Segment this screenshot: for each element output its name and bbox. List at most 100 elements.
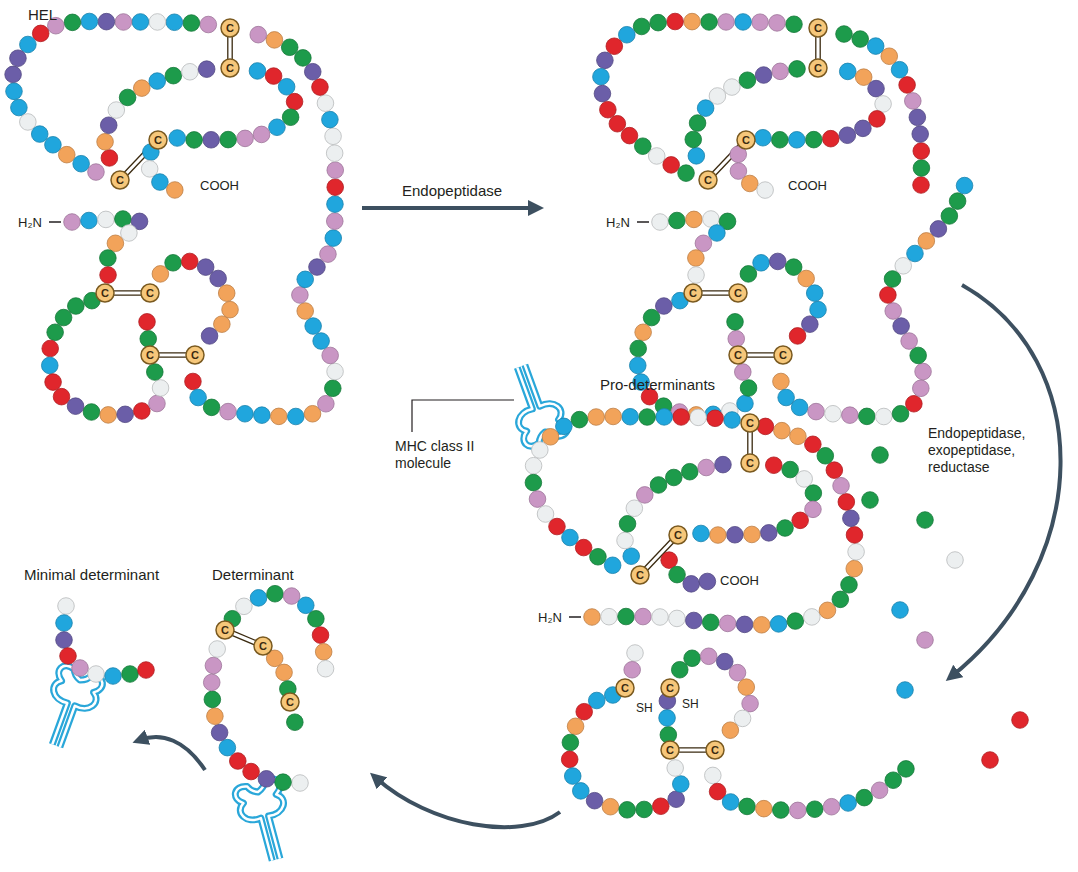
- cysteine: [96, 284, 114, 302]
- amino-acid: [791, 399, 808, 416]
- amino-acid: [525, 457, 542, 474]
- amino-acid: [253, 126, 270, 143]
- amino-acid: [689, 115, 706, 132]
- amino-acid: [755, 67, 772, 84]
- amino-acid: [606, 38, 623, 55]
- amino-acid: [656, 409, 673, 426]
- amino-acid: [843, 510, 860, 527]
- amino-acid: [697, 100, 714, 117]
- amino-acid: [318, 395, 335, 412]
- amino-acid: [686, 211, 703, 228]
- amino-acid: [56, 615, 73, 632]
- cysteine: [661, 741, 679, 759]
- amino-acid: [624, 661, 641, 678]
- amino-acid: [700, 648, 717, 665]
- cysteine-letter: C: [142, 286, 158, 300]
- amino-acid: [869, 111, 886, 128]
- amino-acid: [292, 287, 309, 304]
- amino-acid: [10, 50, 27, 67]
- amino-acid: [64, 14, 81, 31]
- amino-acid: [913, 160, 930, 177]
- stage-label: Pro-determinants: [600, 376, 715, 393]
- amino-acid: [237, 130, 254, 147]
- cysteine: [741, 454, 759, 472]
- amino-acid: [806, 801, 823, 818]
- amino-acid: [672, 776, 689, 793]
- amino-acid: [635, 608, 652, 625]
- amino-acid: [913, 177, 930, 194]
- amino-acid: [243, 763, 260, 780]
- amino-acid: [265, 68, 282, 85]
- amino-acid: [31, 126, 48, 143]
- amino-acid: [313, 333, 330, 350]
- amino-acid: [906, 395, 923, 412]
- amino-acid: [822, 130, 839, 147]
- amino-acid: [760, 525, 777, 542]
- amino-acid: [668, 791, 685, 808]
- amino-acid: [798, 270, 815, 287]
- amino-acid: [839, 63, 856, 80]
- amino-acid: [292, 775, 309, 792]
- amino-acid: [271, 408, 288, 425]
- amino-acid: [81, 212, 98, 229]
- amino-acid: [576, 703, 593, 720]
- amino-acid: [693, 525, 710, 542]
- amino-acid: [715, 456, 732, 473]
- amino-acid: [88, 666, 105, 683]
- amino-acid: [765, 457, 782, 474]
- amino-acid: [250, 26, 267, 43]
- amino-acid: [201, 328, 218, 345]
- amino-acid: [652, 214, 669, 231]
- amino-acid: [702, 614, 719, 631]
- protein-name: HEL: [28, 6, 57, 23]
- cysteine-letter: C: [700, 173, 716, 187]
- amino-acid: [326, 145, 343, 162]
- amino-acid: [121, 225, 138, 242]
- amino-acid: [685, 131, 702, 148]
- amino-acid: [724, 412, 741, 429]
- cysteine-letter: C: [187, 348, 203, 362]
- amino-acid: [771, 131, 788, 148]
- amino-acid: [709, 225, 726, 242]
- amino-acid: [652, 798, 669, 815]
- amino-acid: [790, 428, 807, 445]
- amino-acid: [20, 36, 37, 53]
- amino-acid: [787, 613, 804, 630]
- amino-acid: [875, 96, 892, 113]
- amino-acid: [165, 67, 182, 84]
- terminus-label: COOH: [720, 572, 759, 589]
- amino-acid: [757, 182, 774, 199]
- amino-acid: [699, 573, 716, 590]
- amino-acid: [872, 447, 889, 464]
- process-arrows: [140, 208, 1061, 827]
- amino-acid: [859, 408, 876, 425]
- amino-acid: [846, 560, 863, 577]
- amino-acid: [678, 165, 695, 182]
- amino-acid: [701, 14, 718, 31]
- amino-acid: [619, 802, 636, 819]
- amino-acid: [122, 666, 139, 683]
- amino-acid: [669, 212, 686, 229]
- amino-acid: [669, 610, 686, 627]
- amino-acid: [897, 682, 914, 699]
- amino-acid: [100, 407, 117, 424]
- amino-acid: [627, 645, 644, 662]
- amino-acid: [267, 585, 284, 602]
- amino-acid: [650, 14, 667, 31]
- amino-acid: [209, 641, 226, 658]
- cysteine-letter: C: [282, 695, 298, 709]
- amino-acid: [792, 512, 809, 529]
- amino-acid: [542, 429, 559, 446]
- cysteine: [281, 693, 299, 711]
- terminus-label: H₂N: [538, 609, 562, 626]
- amino-acid: [741, 175, 758, 192]
- amino-acid: [639, 409, 656, 426]
- amino-acid: [572, 783, 589, 800]
- cysteine: [729, 346, 747, 364]
- amino-acid: [207, 708, 224, 725]
- amino-acid: [789, 802, 806, 819]
- amino-acid: [288, 408, 305, 425]
- amino-acid: [876, 408, 893, 425]
- amino-acid: [602, 798, 619, 815]
- amino-acid: [134, 403, 151, 420]
